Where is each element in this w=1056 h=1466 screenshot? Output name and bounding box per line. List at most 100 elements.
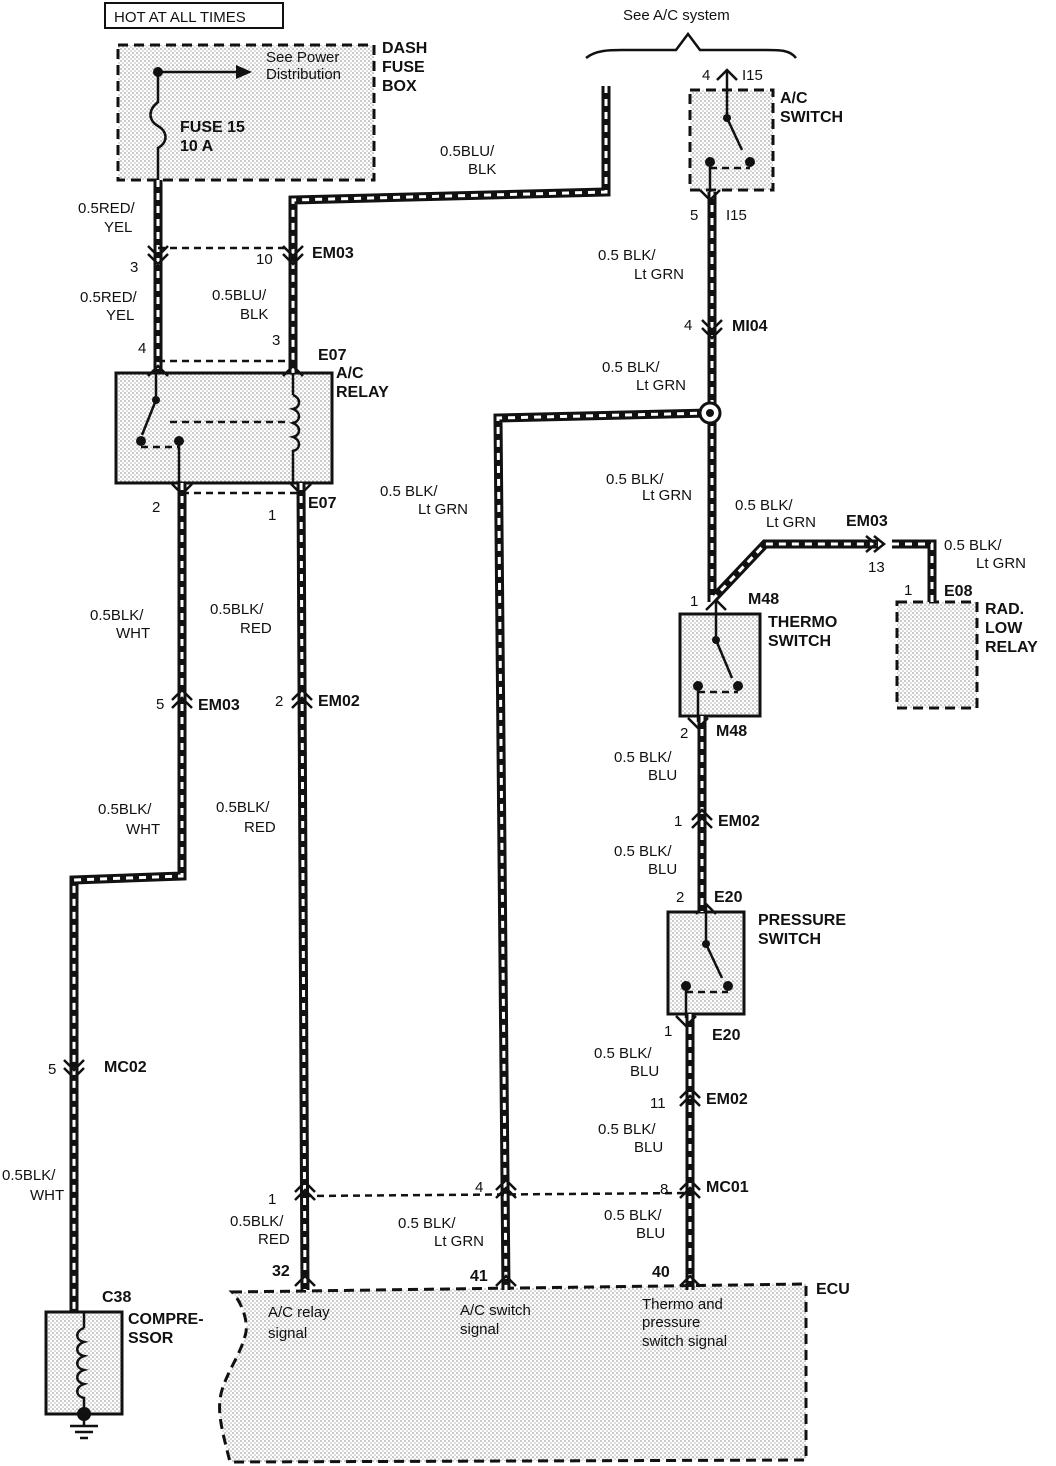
see-ac-system: See A/C system: [585, 7, 797, 60]
wire-label: BLU: [636, 1225, 665, 1242]
wire-label: BLK: [240, 306, 268, 323]
ecu-signal-3c: switch signal: [642, 1333, 727, 1350]
thermo-switch-top-conn: M48: [748, 591, 779, 608]
wire-label: YEL: [106, 307, 134, 324]
wire-labels: 0.5RED/ YEL 0.5RED/ YEL 0.5BLU/ BLK 0.5B…: [2, 143, 1026, 1250]
conn-label-em03-b: EM03: [198, 697, 240, 714]
rad-low-relay-name-2: LOW: [985, 620, 1023, 637]
compressor-name-1: COMPRE-: [128, 1311, 204, 1328]
conn-label-pin-13: 13: [868, 559, 885, 576]
ac-relay-pin-2: 2: [152, 499, 160, 516]
wire-label: 0.5BLU/: [212, 287, 267, 304]
compressor-conn: C38: [102, 1289, 131, 1306]
wire-label: WHT: [116, 625, 150, 642]
conn-label-pin-11: 11: [650, 1095, 666, 1112]
conn-label-pin-1-ecu: 1: [268, 1191, 276, 1208]
wire-label: 0.5BLK/: [90, 607, 144, 624]
conn-label-pin-5-mc02: 5: [48, 1061, 56, 1078]
conn-label-pin-8: 8: [660, 1181, 668, 1198]
wire-label: Lt GRN: [976, 555, 1026, 572]
conn-label-em03-a: EM03: [312, 245, 354, 262]
conn-10-em03: [282, 245, 304, 266]
compressor-coil: [76, 1326, 89, 1414]
wire-label: 0.5BLK/: [210, 601, 264, 618]
fuse-label-1: FUSE 15: [180, 119, 245, 136]
pressure-switch-top-pin: 2: [676, 889, 684, 906]
wire-label: BLK: [468, 161, 496, 178]
wire-label: BLU: [648, 767, 677, 784]
thermo-switch-bot-pin: 2: [680, 725, 688, 742]
conn-1-ecu: [294, 1180, 316, 1201]
see-power-1: See Power: [266, 49, 339, 66]
ac-relay-conn-bot: E07: [308, 495, 337, 512]
conn-8-mc01: [679, 1178, 701, 1199]
ecu-signal-2b: signal: [460, 1321, 499, 1338]
wiring-harness: [69, 86, 937, 1312]
pressure-switch-name-2: SWITCH: [758, 931, 821, 948]
conn-label-em03-c: EM03: [846, 513, 888, 530]
wire-label: BLU: [630, 1063, 659, 1080]
conn-label-pin-5-em03: 5: [156, 696, 164, 713]
wire-label: 0.5 BLK/: [594, 1045, 652, 1062]
wire-label: 0.5BLK/: [216, 799, 270, 816]
ecu-signal-1b: signal: [268, 1325, 307, 1342]
compressor: C38 COMPRE- SSOR: [44, 1289, 204, 1440]
ac-relay-pin-3: 3: [272, 332, 280, 349]
conn-label-pin-1-em02: 1: [674, 813, 682, 830]
dash-fuse-box-name-1: DASH: [382, 40, 427, 57]
compressor-name-2: SSOR: [128, 1330, 174, 1347]
pressure-switch-bot-conn: E20: [712, 1027, 741, 1044]
arrow-right-icon: [236, 65, 252, 79]
wire-label: Lt GRN: [642, 487, 692, 504]
wire-label: Lt GRN: [418, 501, 468, 518]
dash-fuse-box: HOT AT ALL TIMES See Power Distribution …: [104, 2, 427, 182]
wire-label: 0.5RED/: [80, 289, 138, 306]
mc01-group-line: [304, 1191, 691, 1198]
wire-label: 0.5RED/: [78, 200, 136, 217]
wire-blk-ltgrn-rad: [708, 539, 878, 604]
ac-switch-top-pin: 4: [702, 67, 710, 84]
wire-label: Lt GRN: [636, 377, 686, 394]
conn-5-mc02: [63, 1059, 85, 1080]
wire-label: YEL: [104, 219, 132, 236]
conn-4-mi04: [701, 319, 723, 340]
ac-switch-top-conn: I15: [742, 67, 763, 84]
ac-switch-bot-pin: 5: [690, 207, 698, 224]
wire-blk-ltgrn-ecu: [493, 408, 711, 1291]
ecu-signal-3b: pressure: [642, 1314, 700, 1331]
conn-3-em03: [147, 245, 169, 266]
thermo-switch-name-2: SWITCH: [768, 633, 831, 650]
wire-label: 0.5BLK/: [230, 1213, 284, 1230]
wire-label: Lt GRN: [634, 266, 684, 283]
ecu-signal-1a: A/C relay: [268, 1304, 330, 1321]
conn-1-em02: [691, 808, 713, 829]
rad-low-relay-name-3: RELAY: [985, 639, 1038, 656]
conn-label-pin-3: 3: [130, 259, 138, 276]
wire-label: 0.5 BLK/: [602, 359, 660, 376]
see-ac-label: See A/C system: [623, 7, 730, 24]
ac-relay-pin-1: 1: [268, 507, 276, 524]
dash-fuse-box-name-2: FUSE: [382, 59, 425, 76]
ecu-pin-32: 32: [272, 1263, 290, 1280]
connector-glyphs: [63, 68, 887, 1287]
conn-label-mc02: MC02: [104, 1059, 147, 1076]
ground-icon: [70, 1414, 98, 1440]
ac-relay: A/C RELAY E07 E07 4 3 2 1: [114, 332, 389, 524]
wire-label: RED: [258, 1231, 290, 1248]
wire-label: Lt GRN: [766, 514, 816, 531]
ecu: ECU 32 41 40 A/C relay signal A/C switch…: [218, 1263, 850, 1464]
ac-relay-name-1: A/C: [336, 365, 364, 382]
ecu-pin-40: 40: [652, 1264, 670, 1281]
wire-label: RED: [240, 620, 272, 637]
connector-labels: 3 10 EM03 4 MI04 5 EM03 2 EM02 13 EM03 1…: [48, 245, 888, 1208]
conn-label-em02-b: EM02: [718, 813, 760, 830]
pressure-switch-name-1: PRESSURE: [758, 912, 846, 929]
relay-coil: [288, 393, 301, 483]
rad-low-relay-conn: E08: [944, 583, 973, 600]
ecu-signal-2a: A/C switch: [460, 1302, 531, 1319]
wire-label: 0.5 BLK/: [598, 247, 656, 264]
ecu-signal-3a: Thermo and: [642, 1296, 723, 1313]
rad-low-relay: RAD. LOW RELAY 1 E08: [895, 582, 1038, 710]
wire-label: 0.5 BLK/: [614, 749, 672, 766]
